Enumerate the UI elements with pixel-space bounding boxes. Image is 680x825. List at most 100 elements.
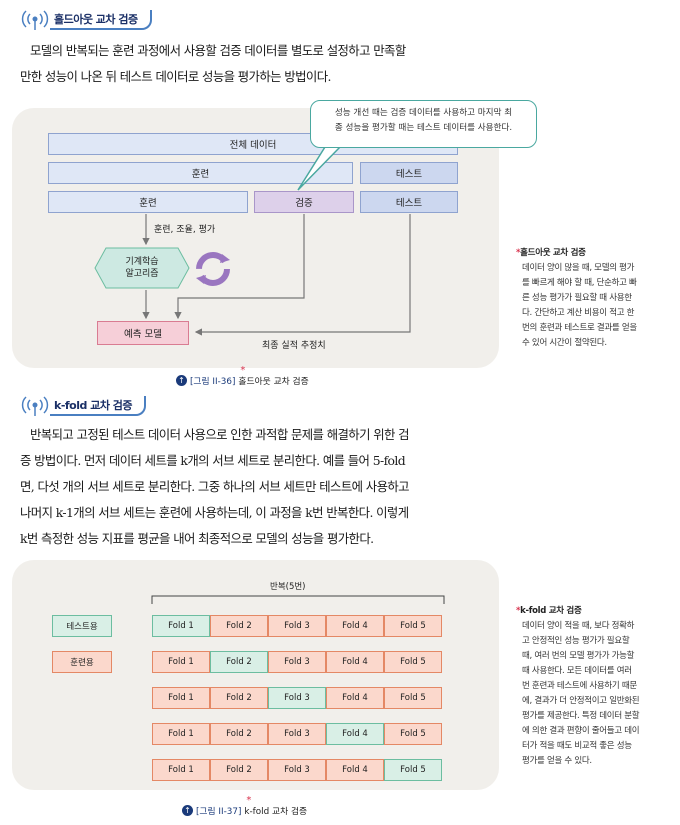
- sidebar2-line: 평가를 얻을 수 있다.: [522, 756, 592, 766]
- sidebar2-line: 데이터 양이 적을 때, 보다 정확하: [522, 621, 635, 631]
- fold-train-cell: Fold 2: [210, 759, 268, 781]
- kfold-paragraph: 반복되고 고정된 테스트 데이터 사용으로 인한 과적합 문제를 해결하기 위한…: [20, 422, 500, 552]
- kfold-paragraph-line: k번 측정한 성능 지표를 평균을 내어 최종적으로 모델의 성능을 평가한다.: [20, 531, 374, 546]
- fold-train-cell: Fold 1: [152, 651, 210, 673]
- fold-train-cell: Fold 2: [210, 687, 268, 709]
- kfold-sidebar-title: *k-fold 교차 검증: [516, 604, 668, 619]
- sidebar2-line: 평가를 제공한다. 특정 데이터 분할: [522, 711, 640, 721]
- repeat-bracket: [151, 595, 445, 604]
- sidebar2-line: 에, 결과가 더 안정적이고 일반화된: [522, 696, 640, 706]
- legend-test: 테스트용: [52, 615, 112, 637]
- test-bar: 테스트: [360, 162, 458, 184]
- kfold-sidebar-body: 데이터 양이 적을 때, 보다 정확하 고 안정적인 성능 평가가 필요할 때,…: [516, 619, 668, 769]
- fold-test-cell: Fold 5: [384, 759, 442, 781]
- sidebar2-line: 때, 여러 번의 모델 평가가 가능할: [522, 651, 635, 661]
- callout-line-2: 종 성능을 평가할 때는 테스트 데이터를 사용한다.: [334, 123, 513, 133]
- figure2-caption-ref: [그림 II-37]: [196, 807, 242, 817]
- fold-test-cell: Fold 3: [268, 687, 326, 709]
- final-estimate-label: 최종 실적 추정치: [262, 341, 326, 351]
- star-marker-icon: *: [516, 606, 521, 616]
- fold-train-cell: Fold 3: [268, 759, 326, 781]
- kfold-sidebar-title-text: k-fold 교차 검증: [520, 606, 582, 616]
- kfold-paragraph-line: 증 방법이다. 먼저 데이터 세트를 k개의 서브 세트로 분리한다. 예를 들…: [20, 453, 406, 468]
- figure2-caption: ↑ [그림 II-37] * k-fold 교차 검증: [182, 795, 308, 817]
- fold-train-cell: Fold 2: [210, 723, 268, 745]
- kfold-diagram: [12, 560, 499, 790]
- iteration-cycle-icon: [196, 252, 230, 286]
- repeat-label: 반복(5번): [270, 582, 306, 592]
- sidebar1-line: 번의 훈련과 테스트로 결과를 얻을: [522, 323, 637, 333]
- kfold-paragraph-line: 면, 다섯 개의 서브 세트로 분리한다. 그중 하나의 서브 세트만 테스트에…: [20, 479, 410, 494]
- kfold-section-heading: k-fold 교차 검증: [20, 394, 147, 418]
- fold-train-cell: Fold 1: [152, 759, 210, 781]
- kfold-paragraph-line: 반복되고 고정된 테스트 데이터 사용으로 인한 과적합 문제를 해결하기 위한…: [30, 427, 410, 442]
- train-bar: 훈련: [48, 162, 353, 184]
- holdout-sidebar-note: *홀드아웃 교차 검증 데이터 양이 많을 때, 모델의 평가 를 빠르게 해야…: [516, 246, 668, 351]
- star-marker-icon: *: [516, 248, 521, 258]
- callout-line-1: 성능 개선 때는 검증 데이터를 사용하고 마지막 최: [334, 108, 513, 118]
- fold-train-cell: Fold 4: [326, 651, 384, 673]
- sidebar1-line: 를 빠르게 해야 할 때, 단순하고 빠: [522, 278, 637, 288]
- sidebar1-line: 른 성능 평가가 필요할 때 사용한: [522, 293, 632, 303]
- fold-train-cell: Fold 5: [384, 651, 442, 673]
- figure1-caption: ↑ [그림 II-36] * 홀드아웃 교차 검증: [176, 365, 309, 387]
- fold-test-cell: Fold 4: [326, 723, 384, 745]
- wireless-signal-icon: [21, 396, 49, 416]
- split-train-bar: 훈련: [48, 191, 248, 213]
- sidebar2-line: 고 안정적인 성능 평가가 필요할: [522, 636, 630, 646]
- holdout-flow-arrows: [142, 146, 411, 336]
- legend-train: 훈련용: [52, 651, 112, 673]
- fold-train-cell: Fold 2: [210, 615, 268, 637]
- fold-train-cell: Fold 5: [384, 723, 442, 745]
- sidebar2-line: 에 의한 결과 편향이 줄어들고 데이: [522, 726, 640, 736]
- fold-train-cell: Fold 1: [152, 723, 210, 745]
- sidebar2-line: 번 훈련과 테스트에 사용하기 때문: [522, 681, 637, 691]
- fold-train-cell: Fold 3: [268, 615, 326, 637]
- arrow-up-icon: ↑: [176, 375, 187, 386]
- validation-callout: 성능 개선 때는 검증 데이터를 사용하고 마지막 최 종 성능을 평가할 때는…: [310, 100, 537, 148]
- algorithm-label-line-2: 알고리즘: [125, 269, 159, 279]
- sidebar1-line: 데이터 양이 많을 때, 모델의 평가: [522, 263, 635, 273]
- algorithm-label-line-1: 기계학습: [125, 257, 159, 267]
- holdout-section-title: 홀드아웃 교차 검증: [50, 10, 152, 30]
- algorithm-label: 기계학습 알고리즘: [94, 256, 190, 280]
- holdout-paragraph-line-1: 모델의 반복되는 훈련 과정에서 사용할 검증 데이터를 별도로 설정하고 만족…: [30, 43, 406, 58]
- prediction-model-box: 예측 모델: [97, 321, 189, 345]
- sidebar1-line: 다. 간단하고 계산 비용이 적고 한: [522, 308, 635, 318]
- wireless-signal-icon: [21, 10, 49, 30]
- arrow-up-icon: ↑: [182, 805, 193, 816]
- fold-train-cell: Fold 1: [152, 687, 210, 709]
- star-marker-icon: *: [240, 365, 246, 376]
- process-label: 훈련, 조율, 평가: [154, 225, 216, 235]
- fold-train-cell: Fold 5: [384, 687, 442, 709]
- holdout-paragraph: 모델의 반복되는 훈련 과정에서 사용할 검증 데이터를 별도로 설정하고 만족…: [20, 38, 500, 90]
- validation-bar: 검증: [254, 191, 354, 213]
- split-test-bar: 테스트: [360, 191, 458, 213]
- fold-train-cell: Fold 3: [268, 723, 326, 745]
- sidebar2-line: 때 사용한다. 모든 데이터를 여러: [522, 666, 632, 676]
- sidebar2-line: 터가 적을 때도 비교적 좋은 성능: [522, 741, 632, 751]
- star-marker-icon: *: [246, 795, 252, 806]
- fold-train-cell: Fold 4: [326, 687, 384, 709]
- holdout-sidebar-title-text: 홀드아웃 교차 검증: [520, 248, 586, 258]
- holdout-sidebar-title: *홀드아웃 교차 검증: [516, 246, 668, 261]
- fold-test-cell: Fold 1: [152, 615, 210, 637]
- holdout-sidebar-body: 데이터 양이 많을 때, 모델의 평가 를 빠르게 해야 할 때, 단순하고 빠…: [516, 261, 668, 351]
- sidebar1-line: 수 있어 시간이 절약된다.: [522, 338, 607, 348]
- figure2-caption-text-wrap: * k-fold 교차 검증: [244, 795, 308, 817]
- algorithm-hexagon: [94, 247, 190, 289]
- fold-train-cell: Fold 3: [268, 651, 326, 673]
- fold-test-cell: Fold 2: [210, 651, 268, 673]
- holdout-section-heading: 홀드아웃 교차 검증: [20, 8, 152, 32]
- figure2-caption-text: k-fold 교차 검증: [244, 807, 308, 817]
- figure1-caption-text-wrap: * 홀드아웃 교차 검증: [238, 365, 309, 387]
- fold-train-cell: Fold 4: [326, 759, 384, 781]
- fold-train-cell: Fold 4: [326, 615, 384, 637]
- holdout-paragraph-line-2: 만한 성능이 나온 뒤 테스트 데이터로 성능을 평가하는 방법이다.: [20, 69, 331, 84]
- fold-train-cell: Fold 5: [384, 615, 442, 637]
- kfold-paragraph-line: 나머지 k-1개의 서브 세트는 훈련에 사용하는데, 이 과정을 k번 반복한…: [20, 505, 409, 520]
- kfold-sidebar-note: *k-fold 교차 검증 데이터 양이 적을 때, 보다 정확하 고 안정적인…: [516, 604, 668, 769]
- kfold-section-title: k-fold 교차 검증: [50, 396, 147, 416]
- figure1-caption-ref: [그림 II-36]: [190, 377, 236, 387]
- figure1-caption-text: 홀드아웃 교차 검증: [238, 377, 309, 387]
